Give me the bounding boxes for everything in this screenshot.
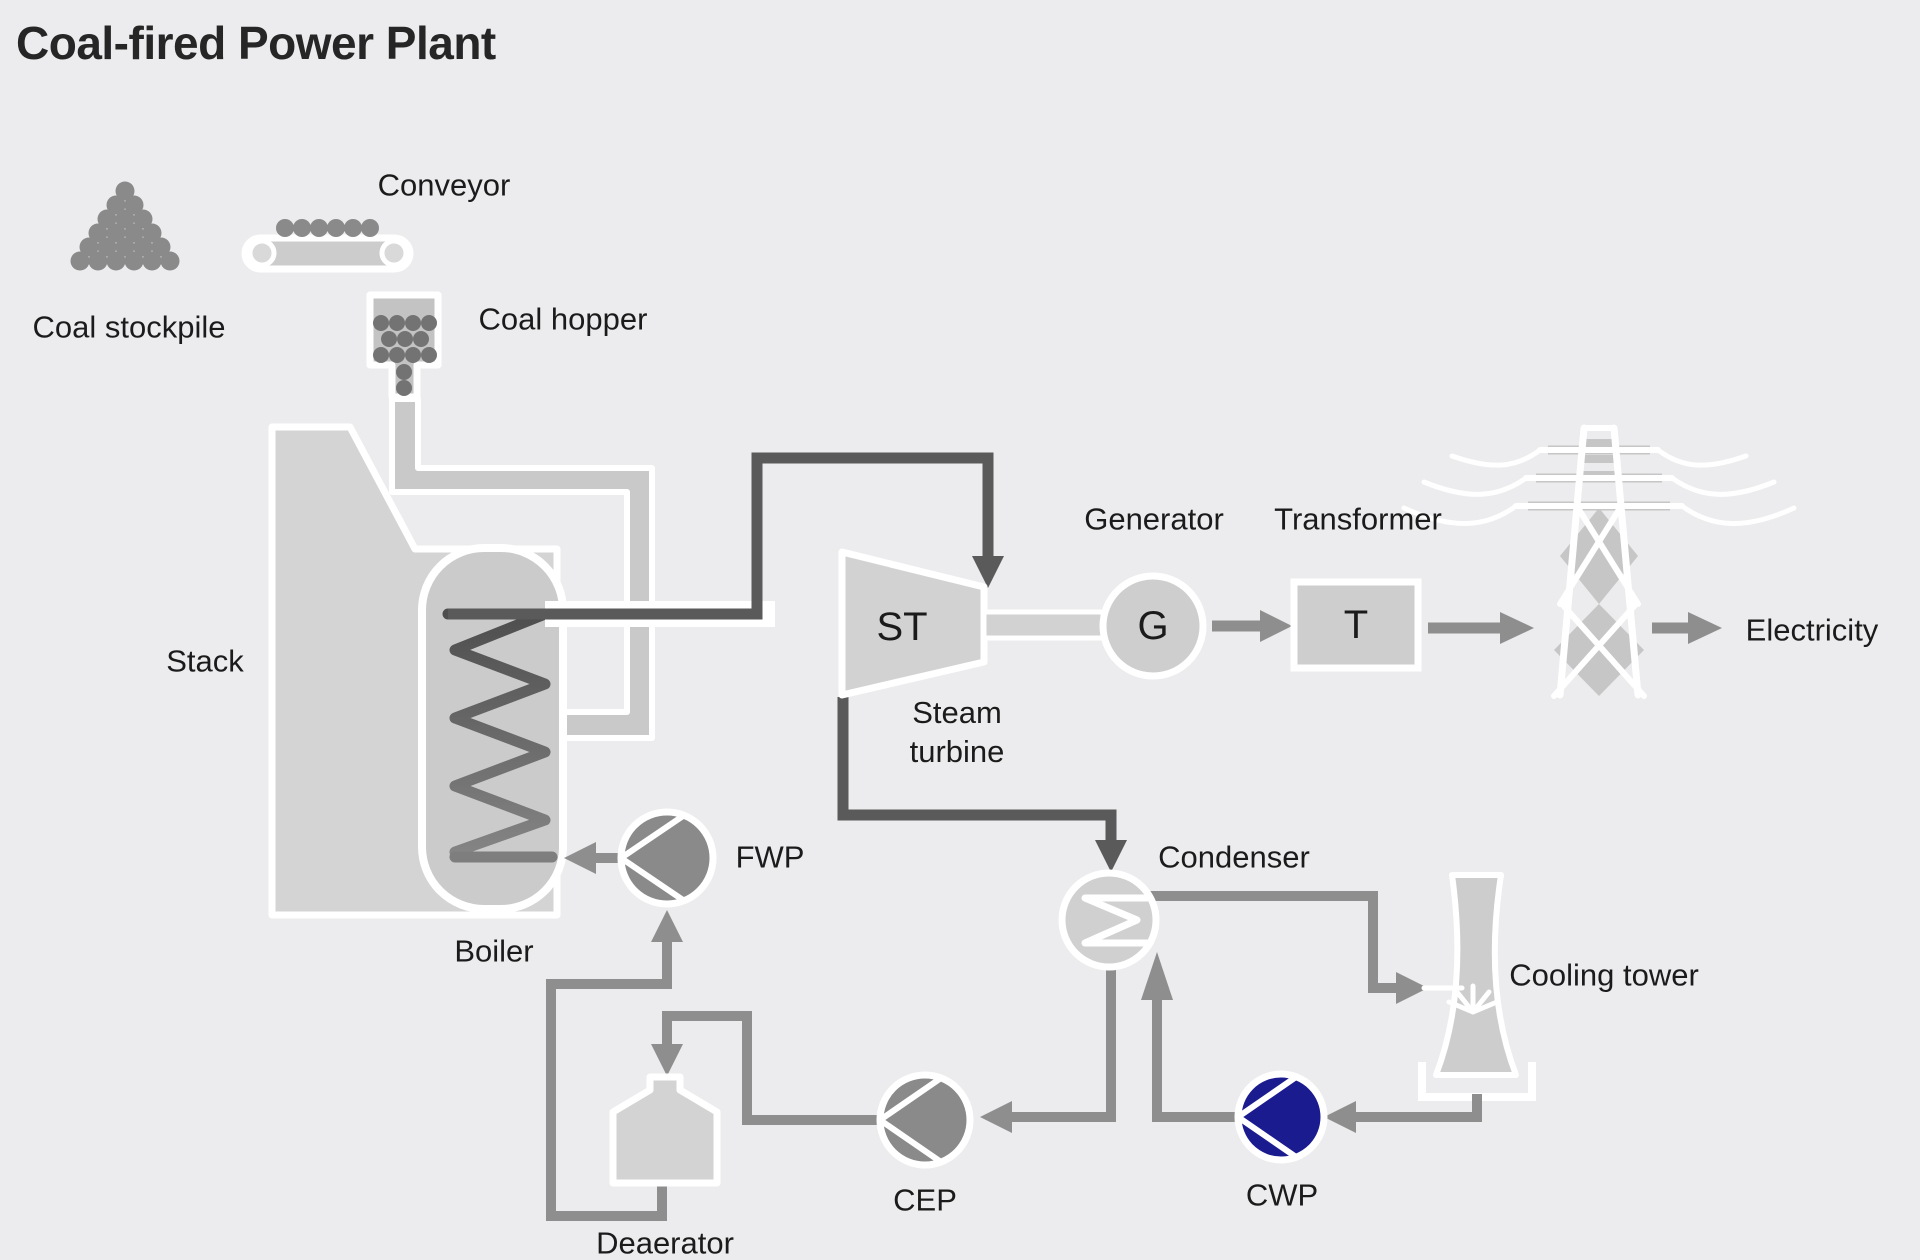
transformer-icon [1290,578,1422,672]
electric-arrows [1212,610,1722,644]
page-title: Coal-fired Power Plant [16,17,496,69]
coal-stockpile-icon [70,181,180,271]
shaft-icon [981,609,1106,641]
transmission-tower-icon [1401,424,1797,699]
boiler-label: Boiler [454,933,534,969]
cooling-water-out-pipe [1150,891,1428,1004]
condenser-label: Condenser [1158,839,1310,875]
generator-icon [1099,572,1207,680]
coal-hopper-icon [366,291,442,401]
fwp-pump-icon [617,808,717,908]
exhaust-pipe [837,697,1127,872]
fwp-label: FWP [735,839,805,875]
cwp-to-condenser-pipe [1141,952,1240,1122]
transformer-letter: T [1343,603,1369,647]
steam-turbine-letter: ST [876,605,928,649]
cwp-pump-icon [1234,1070,1328,1164]
cooling-tower-icon [1433,872,1519,1078]
cep-pump-icon [876,1071,974,1169]
coal-hopper-label: Coal hopper [478,301,648,337]
stack-label: Stack [166,643,244,679]
basin-to-cwp-pipe [1324,1094,1482,1133]
coal-stockpile-label: Coal stockpile [32,309,226,345]
fwp-to-boiler-pipe [564,842,623,874]
steam-turbine-label: Steam turbine [909,695,1005,769]
condensate-pipe [980,962,1116,1133]
deaerator-label: Deaerator [596,1225,734,1260]
cep-label: CEP [893,1182,957,1218]
steam-arrowhead-icon [972,556,1004,588]
cwp-label: CWP [1245,1177,1319,1213]
generator-letter: G [1137,604,1169,648]
electricity-label: Electricity [1745,612,1879,648]
steam-pipe-main [448,452,1004,627]
cooling-tower-label: Cooling tower [1509,957,1699,993]
generator-label: Generator [1084,501,1224,537]
tower-spray-icon [1421,983,1500,1015]
deaerator-to-fwp-pipe [546,910,683,1221]
transformer-label: Transformer [1274,501,1442,537]
deaerator-icon [609,1073,721,1187]
conveyor-icon [241,219,414,273]
condenser-icon [1058,869,1160,971]
heating-coil-icon [442,608,558,863]
steam-turbine-icon [838,548,988,699]
cep-to-deaerator-pipe [651,1011,880,1125]
conveyor-label: Conveyor [377,167,511,203]
